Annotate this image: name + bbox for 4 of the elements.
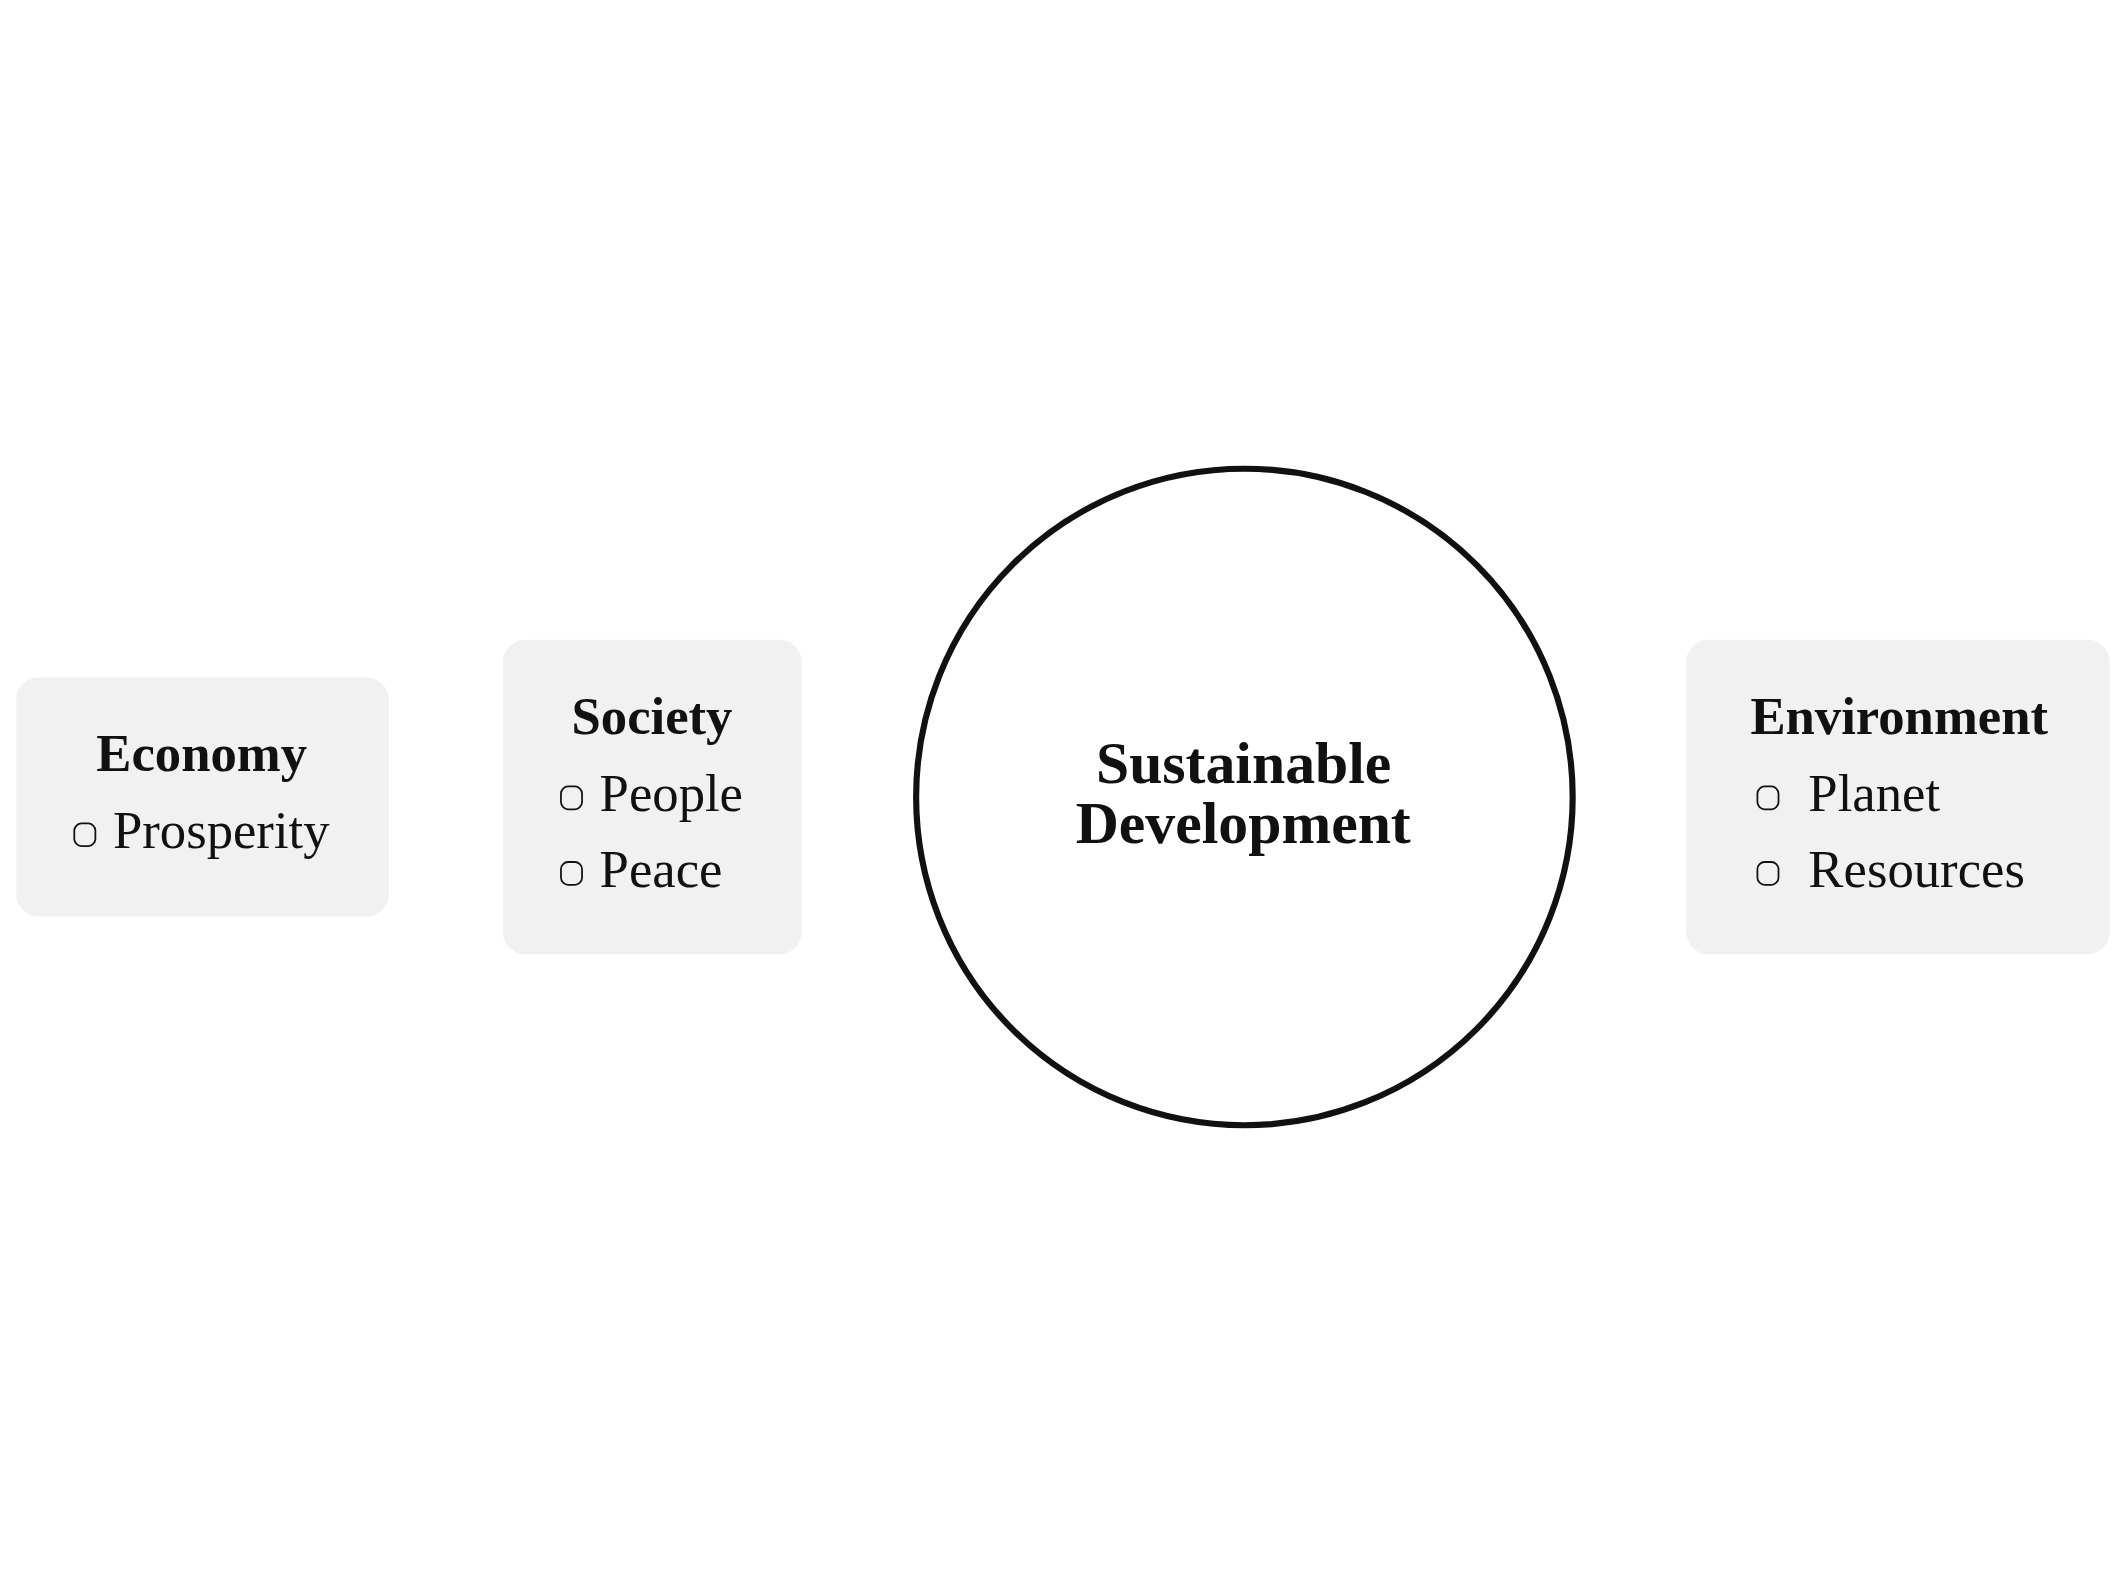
node-box: Environment Planet Resources xyxy=(1686,639,2110,954)
node-circle: Sustainable Development xyxy=(913,465,1576,1128)
node-box: Society People Peace xyxy=(503,639,802,954)
node-box: Economy Prosperity xyxy=(16,677,389,916)
